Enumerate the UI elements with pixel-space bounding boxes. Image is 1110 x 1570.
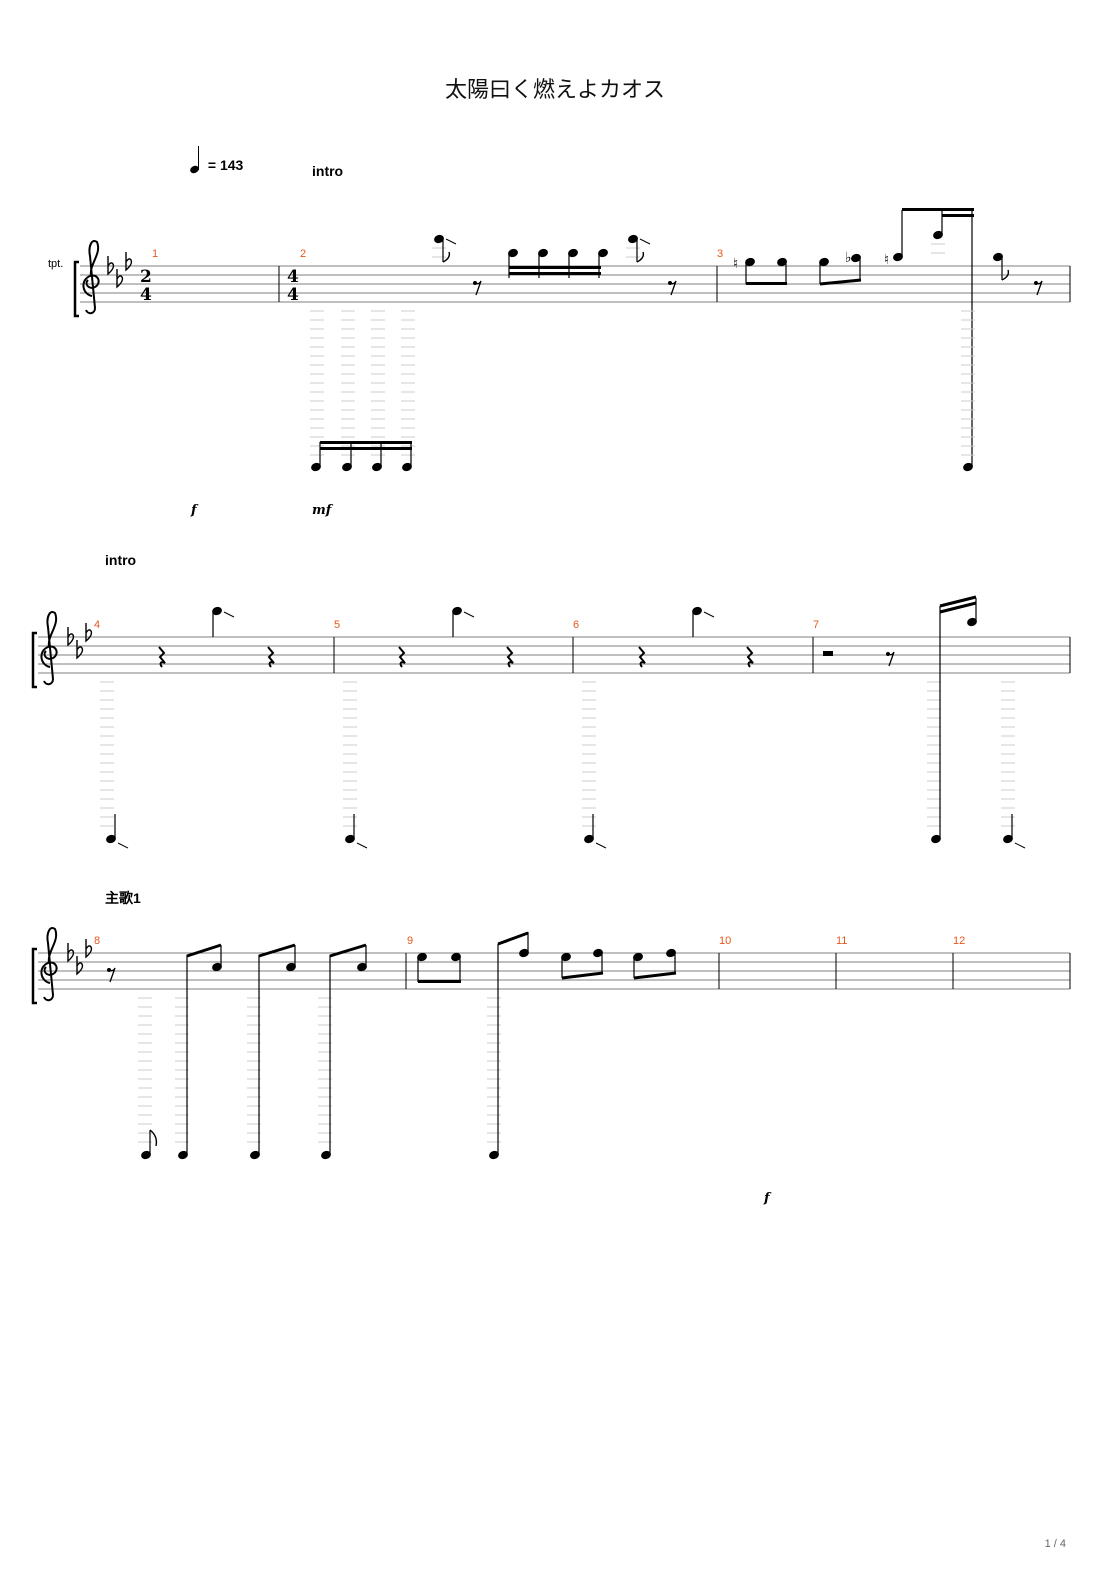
measure-number: 5 <box>334 619 341 631</box>
page-title: 太陽曰く燃えよカオス <box>444 78 665 103</box>
page-number: 1 / 4 <box>1044 1538 1066 1550</box>
time-sig-bottom: 4 <box>140 285 152 305</box>
svg-text:♭: ♭ <box>845 250 852 266</box>
svg-text:♮: ♮ <box>733 256 738 272</box>
section-label-intro-1: intro <box>312 163 344 179</box>
measure-number: 4 <box>94 619 101 631</box>
measure-number: 10 <box>719 935 732 947</box>
dynamic-forte: f <box>191 503 197 518</box>
section-label-intro-2: intro <box>105 552 137 568</box>
system-3 <box>31 926 1071 1160</box>
measure-number: 1 <box>152 248 159 260</box>
measure-number: 8 <box>94 935 101 947</box>
measure-number: 7 <box>813 619 820 631</box>
measure-number: 3 <box>717 248 724 260</box>
tempo-marking: = 143 <box>188 143 244 175</box>
quarter-note-icon <box>188 143 204 175</box>
measure-number: 6 <box>573 619 580 631</box>
system-bracket <box>73 260 79 318</box>
staff-lines <box>80 265 1070 303</box>
measure-number: 2 <box>300 248 307 260</box>
time-sig-top: 4 <box>287 267 299 287</box>
time-sig-bottom: 4 <box>287 285 299 305</box>
dynamic-forte: f <box>764 1191 770 1206</box>
measure-number: 9 <box>407 935 414 947</box>
measure-number: 11 <box>836 935 848 947</box>
tempo-label: = 143 <box>207 157 244 173</box>
dynamic-mezzo-forte: mf <box>312 503 332 518</box>
svg-text:♮: ♮ <box>884 252 889 268</box>
section-label-verse-1: 主歌1 <box>105 890 141 906</box>
measure-number: 12 <box>953 935 966 947</box>
instrument-label: tpt. <box>48 258 64 270</box>
system-1: 2 4 4 4 <box>73 208 1071 472</box>
system-2 <box>31 595 1071 849</box>
time-sig-top: 2 <box>140 267 152 287</box>
